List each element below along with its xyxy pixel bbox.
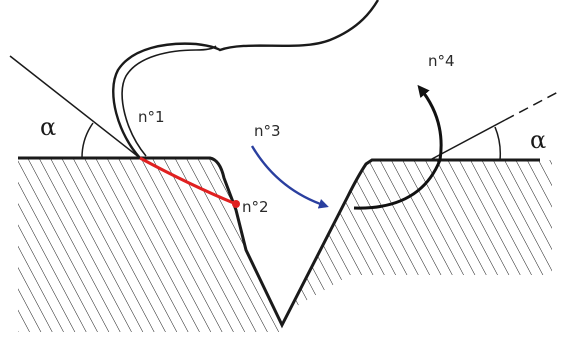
label-n3: n°3 bbox=[254, 122, 281, 140]
arrow-n4 bbox=[353, 84, 443, 210]
label-n2: n°2 bbox=[242, 198, 269, 216]
trajectory-n2 bbox=[139, 156, 237, 206]
alpha-left-label: α bbox=[40, 113, 56, 141]
surface-profile bbox=[18, 156, 540, 329]
hatched-material-right bbox=[290, 160, 552, 310]
alpha-right-label: α bbox=[530, 126, 546, 154]
chip-inner-line bbox=[121, 45, 217, 157]
label-n1: n°1 bbox=[138, 108, 165, 126]
angle-arc-left bbox=[81, 122, 94, 159]
chip-outline bbox=[112, 0, 380, 159]
hatched-material-left bbox=[18, 158, 282, 332]
incidence-line-right bbox=[429, 119, 506, 161]
incidence-line-right-dashed bbox=[504, 91, 559, 121]
trajectory-n2-end bbox=[232, 200, 240, 208]
incidence-line-left bbox=[9, 55, 141, 159]
label-n4: n°4 bbox=[428, 52, 455, 70]
arrow-n3 bbox=[250, 145, 329, 209]
angle-arc-right bbox=[494, 126, 502, 161]
